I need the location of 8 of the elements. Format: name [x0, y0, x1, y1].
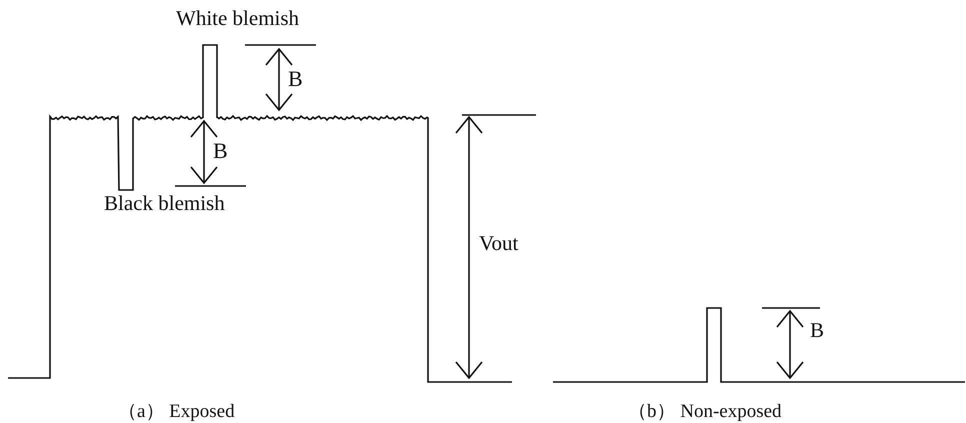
- dimension-label: B: [213, 140, 228, 162]
- dimension-label: B: [288, 68, 303, 90]
- blemish-label: White blemish: [176, 8, 300, 29]
- dimension-label: Vout: [479, 233, 518, 254]
- panel-caption: （a） Exposed: [118, 402, 235, 421]
- dimension-label: B: [810, 320, 824, 341]
- panel-caption: （b） Non-exposed: [628, 402, 782, 421]
- blemish-label: Black blemish: [104, 193, 225, 214]
